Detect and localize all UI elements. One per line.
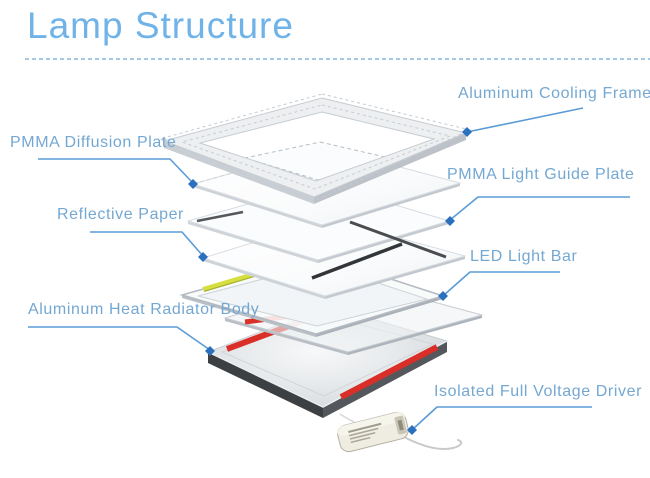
anchor-dot-heat-radiator-body	[205, 346, 215, 356]
label-led-light-bar: LED Light Bar	[470, 248, 578, 265]
leader-led-light-bar	[443, 271, 560, 296]
anchor-dot-reflective-paper	[198, 252, 208, 262]
led-strip-lower	[339, 344, 439, 400]
plate-edge-shadow-dark	[311, 242, 403, 280]
plate-edge-shadow	[349, 220, 447, 259]
leader-reflective-paper	[90, 231, 204, 257]
leader-pmma-light-guide-plate	[449, 196, 630, 221]
label-pmma-diffusion-plate: PMMA Diffusion Plate	[10, 134, 177, 151]
label-aluminum-cooling-frame: Aluminum Cooling Frame	[458, 85, 650, 102]
plate-edge-shadow-left	[196, 210, 244, 223]
leader-pmma-diffusion-plate	[38, 158, 193, 183]
anchor-dot-diffusion-plate	[188, 179, 198, 189]
anchor-dot-voltage-driver	[407, 425, 417, 435]
cooling-frame-graphic	[158, 93, 472, 204]
anchor-dot-cooling-frame	[462, 127, 472, 137]
label-reflective-paper: Reflective Paper	[57, 206, 184, 223]
anchor-dot-led-light-bar	[438, 291, 448, 301]
label-isolated-full-voltage-driver: Isolated Full Voltage Driver	[434, 383, 643, 400]
leader-aluminum-heat-radiator-body	[28, 326, 211, 351]
leader-aluminum-cooling-frame	[466, 107, 584, 133]
page-title: Lamp Structure	[27, 5, 294, 46]
leader-isolated-full-voltage-driver	[412, 406, 592, 430]
label-pmma-light-guide-plate: PMMA Light Guide Plate	[447, 166, 635, 183]
title-divider	[25, 58, 650, 60]
label-aluminum-heat-radiator-body: Aluminum Heat Radiator Body	[28, 301, 260, 318]
driver-cable	[405, 437, 463, 450]
anchor-dot-light-guide-plate	[445, 216, 455, 226]
voltage-driver-graphic	[336, 411, 463, 453]
